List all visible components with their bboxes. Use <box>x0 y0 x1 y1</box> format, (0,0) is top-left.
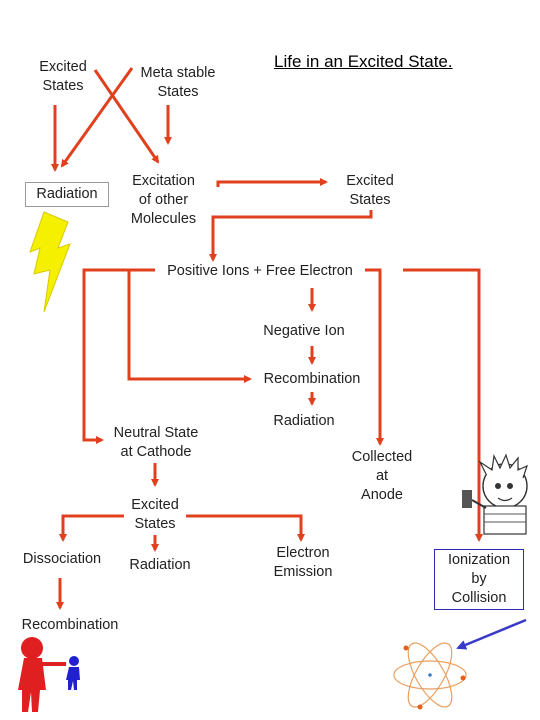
node-recombination-bottom: Recombination <box>21 617 119 633</box>
node-meta-stable-states: Meta stable States <box>140 65 216 100</box>
node-neutral-state: Neutral State at Cathode <box>113 425 199 460</box>
lightning-bolt-icon <box>29 211 71 313</box>
arrow-to-anode <box>365 268 384 446</box>
arrow-excited-right-to-positive <box>209 210 373 262</box>
arrow-to-ionization <box>403 268 483 542</box>
arrow-positive-to-neutral <box>82 268 155 444</box>
node-electron-emission: Electron Emission <box>273 545 333 580</box>
node-radiation-bottom: Radiation <box>129 557 191 573</box>
arrow-cross-to-excitation <box>93 69 160 164</box>
arrow-excited-to-dissociation <box>59 514 124 542</box>
node-negative-ion: Negative Ion <box>263 323 345 339</box>
atom-icon <box>393 642 467 710</box>
node-excited-states-bottom: Excited States <box>131 497 179 532</box>
node-excited-states-top: Excited States <box>39 59 87 94</box>
arrow-to-excited-right <box>216 178 328 187</box>
node-radiation-mid: Radiation <box>273 413 335 429</box>
node-excitation-other-molecules: Excitation of other Molecules <box>130 173 197 227</box>
blue-figure-icon <box>66 656 80 690</box>
red-figure-icon <box>18 637 66 712</box>
diagram-title: Life in an Excited State. <box>274 52 453 71</box>
blue-arrow-to-atom <box>456 618 527 650</box>
node-excited-states-right: Excited States <box>346 173 394 208</box>
node-recombination-mid: Recombination <box>263 371 361 387</box>
arrow-excited-to-emission <box>186 514 305 542</box>
node-radiation-boxed: Radiation <box>25 182 109 207</box>
cartoon-boy-icon <box>462 453 528 535</box>
arrow-cross-to-radiation <box>60 67 134 168</box>
node-dissociation: Dissociation <box>22 551 102 567</box>
node-ionization-by-collision: Ionization by Collision <box>434 549 524 610</box>
arrow-loop-to-recombination <box>127 270 252 383</box>
node-positive-ions: Positive Ions + Free Electron <box>167 263 353 279</box>
node-collected-at-anode: Collected at Anode <box>351 449 413 503</box>
